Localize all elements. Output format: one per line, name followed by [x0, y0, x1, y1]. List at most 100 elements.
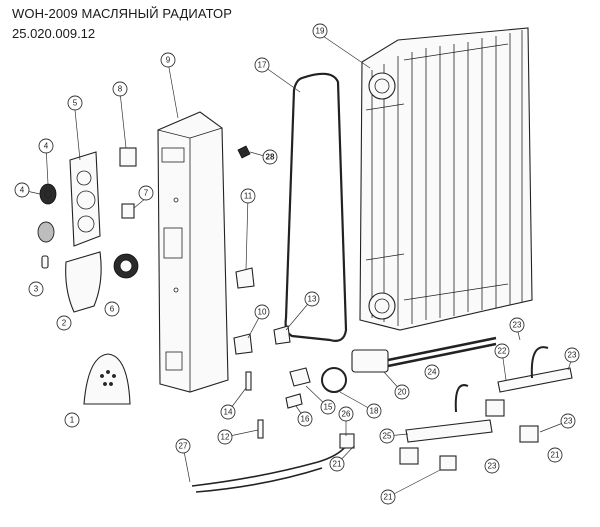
control-knob-lower: [37, 221, 55, 243]
callout-11: 11: [240, 188, 256, 204]
heating-element: [351, 336, 497, 373]
callout-label-21b: 21: [333, 460, 342, 469]
small-switch: [121, 203, 135, 219]
support-plate-22: [497, 367, 573, 393]
screw-12: [257, 419, 264, 439]
callout-16: 16: [297, 411, 313, 427]
wire-hook-23-left: [454, 384, 469, 413]
bracket-15: [289, 367, 311, 387]
callout-label-23a: 23: [513, 321, 522, 330]
wire-hook-23-right: [530, 346, 549, 379]
callout-label-5: 5: [73, 99, 78, 108]
diagram-title: WOH-2009 МАСЛЯНЫЙ РАДИАТОР: [12, 6, 233, 21]
pin-14: [245, 371, 252, 391]
callout-21c: 21: [380, 489, 396, 505]
callout-13: 13: [304, 291, 320, 307]
callout-label-28: 28: [266, 153, 275, 162]
radiator-body: [359, 27, 533, 331]
callout-label-19: 19: [316, 27, 325, 36]
callout-label-6: 6: [110, 305, 115, 314]
callout-4b: 4: [14, 182, 30, 198]
support-plate-25: [405, 419, 493, 443]
callout-22: 22: [494, 343, 510, 359]
callout-23c: 23: [560, 413, 576, 429]
clip-28: [237, 145, 251, 159]
callout-1: 1: [64, 412, 80, 428]
callout-2: 2: [56, 315, 72, 331]
callout-24: 24: [424, 364, 440, 380]
callout-label-20: 20: [398, 388, 407, 397]
callout-label-22: 22: [498, 347, 507, 356]
callout-label-8: 8: [118, 85, 123, 94]
thermostat: [113, 253, 139, 279]
part-code: 25.020.009.12: [12, 26, 96, 41]
callout-6: 6: [104, 301, 120, 317]
foot: [83, 353, 131, 405]
callout-label-2: 2: [62, 319, 67, 328]
callout-label-7: 7: [144, 189, 149, 198]
title-block: WOH-2009 МАСЛЯНЫЙ РАДИАТОР 25.020.009.12: [12, 6, 232, 41]
callout-23d: 23: [484, 458, 500, 474]
callout-23a: 23: [509, 317, 525, 333]
caster-block-lower: [399, 447, 419, 465]
o-ring: [321, 367, 347, 393]
callout-label-4a: 4: [44, 142, 49, 151]
callout-8: 8: [112, 81, 128, 97]
callout-label-17: 17: [258, 61, 267, 70]
callout-label-3: 3: [34, 285, 39, 294]
callout-label-23c: 23: [564, 417, 573, 426]
callout-label-25: 25: [383, 432, 392, 441]
callout-10: 10: [254, 304, 270, 320]
terminal-13: [273, 325, 291, 345]
connector-10: [233, 333, 253, 355]
callout-label-14: 14: [224, 408, 233, 417]
callout-label-4b: 4: [20, 186, 25, 195]
indicator-pin: [41, 255, 49, 269]
caster-block-bottom: [439, 455, 457, 471]
callout-label-24: 24: [428, 368, 437, 377]
callout-label-1: 1: [70, 416, 75, 425]
callout-9: 9: [160, 52, 176, 68]
rocker-switch: [119, 147, 137, 167]
side-cover: [65, 251, 102, 313]
callout-label-21a: 21: [551, 451, 560, 460]
callout-label-23d: 23: [488, 462, 497, 471]
callout-4a: 4: [38, 138, 54, 154]
callout-26: 26: [338, 406, 354, 422]
callout-label-21c: 21: [384, 493, 393, 502]
callout-18: 18: [366, 403, 382, 419]
callout-label-9: 9: [166, 56, 171, 65]
callout-label-26: 26: [342, 410, 351, 419]
front-panel: [69, 151, 101, 247]
caster-block-right: [519, 425, 539, 443]
callout-12: 12: [217, 429, 233, 445]
callout-14: 14: [220, 404, 236, 420]
callout-23b: 23: [564, 347, 580, 363]
callout-19: 19: [312, 23, 328, 39]
callout-21b: 21: [329, 456, 345, 472]
callout-label-16: 16: [301, 415, 310, 424]
callout-25: 25: [379, 428, 395, 444]
callout-28: 28: [262, 149, 278, 165]
callout-label-18: 18: [370, 407, 379, 416]
callout-label-12: 12: [221, 433, 230, 442]
control-knob-upper: [39, 183, 57, 205]
callout-label-27: 27: [179, 442, 188, 451]
caster-block-upper: [485, 399, 505, 417]
connector-11: [235, 267, 255, 289]
callout-17: 17: [254, 57, 270, 73]
callout-label-10: 10: [258, 308, 267, 317]
callout-label-23b: 23: [568, 351, 577, 360]
callout-5: 5: [67, 95, 83, 111]
power-cord: [191, 433, 355, 493]
control-panel-housing: [157, 111, 229, 393]
clamp-16: [285, 393, 303, 409]
callout-7: 7: [138, 185, 154, 201]
callout-3: 3: [28, 281, 44, 297]
callout-27: 27: [175, 438, 191, 454]
gasket-loop: [284, 72, 348, 342]
callout-label-15: 15: [324, 403, 333, 412]
callout-15: 15: [320, 399, 336, 415]
callout-21a: 21: [547, 447, 563, 463]
